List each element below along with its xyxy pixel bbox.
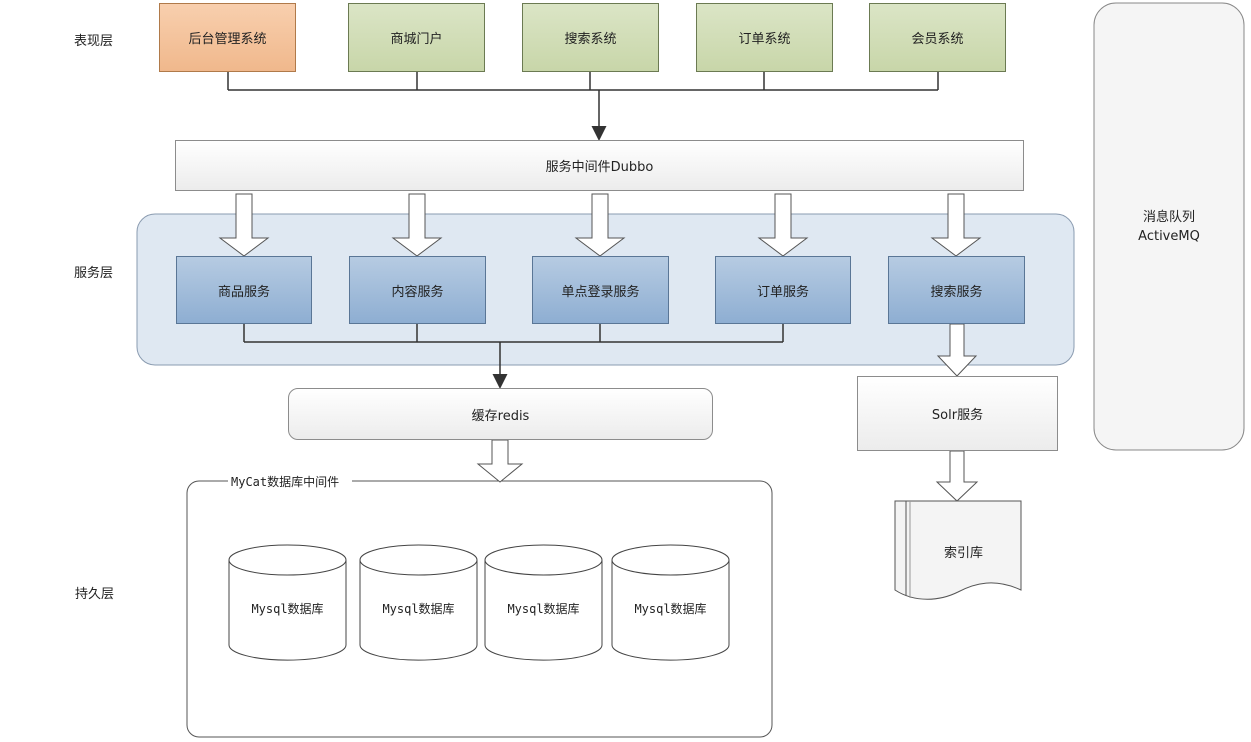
db-cylinder-4: [611, 544, 730, 661]
index-store-shape: [894, 500, 1022, 600]
arrow-dubbo-goods: [218, 193, 270, 257]
system-order: 订单系统: [696, 3, 833, 72]
db-cylinder-1: [228, 544, 347, 661]
message-queue-name: ActiveMQ: [1138, 229, 1200, 244]
index-store-label: 索引库: [943, 546, 983, 561]
layer-label-service: 服务层: [74, 266, 114, 281]
system-admin: 后台管理系统: [159, 3, 296, 72]
arrow-redis-mycat: [476, 439, 524, 483]
service-order: 订单服务: [715, 256, 851, 324]
arrow-solr-index: [935, 450, 979, 502]
message-queue-label: 消息队列 ActiveMQ: [1094, 208, 1244, 246]
layer-label-presentation: 表现层: [74, 34, 114, 49]
service-connectors: [243, 323, 784, 389]
arrow-search-solr: [936, 323, 978, 377]
db-label-2: Mysql数据库: [382, 602, 455, 616]
db-label-1: Mysql数据库: [251, 602, 324, 616]
service-search: 搜索服务: [888, 256, 1025, 324]
db-cylinder-2: [359, 544, 478, 661]
system-search: 搜索系统: [522, 3, 659, 72]
solr-service: Solr服务: [857, 376, 1058, 451]
service-goods: 商品服务: [176, 256, 312, 324]
system-mall-portal: 商城门户: [348, 3, 485, 72]
arrow-dubbo-sso: [574, 193, 626, 257]
database-cylinders: [228, 544, 730, 661]
arrow-dubbo-order: [757, 193, 809, 257]
arrow-dubbo-search: [930, 193, 982, 257]
message-queue-title: 消息队列: [1142, 210, 1195, 225]
system-member: 会员系统: [869, 3, 1006, 72]
db-label-4: Mysql数据库: [634, 602, 707, 616]
service-sso: 单点登录服务: [532, 256, 669, 324]
service-content: 内容服务: [349, 256, 486, 324]
block-arrows: [218, 193, 982, 502]
arrow-dubbo-content: [391, 193, 443, 257]
db-cylinder-3: [484, 544, 603, 661]
mycat-label: MyCat数据库中间件: [230, 473, 341, 490]
db-label-3: Mysql数据库: [507, 602, 580, 616]
message-queue-box: [1093, 2, 1245, 451]
presentation-connectors: [227, 72, 939, 141]
cache-redis: 缓存redis: [288, 388, 713, 440]
dubbo-middleware: 服务中间件Dubbo: [175, 140, 1024, 191]
mycat-container: [186, 480, 773, 738]
layer-label-persistence: 持久层: [75, 587, 115, 602]
